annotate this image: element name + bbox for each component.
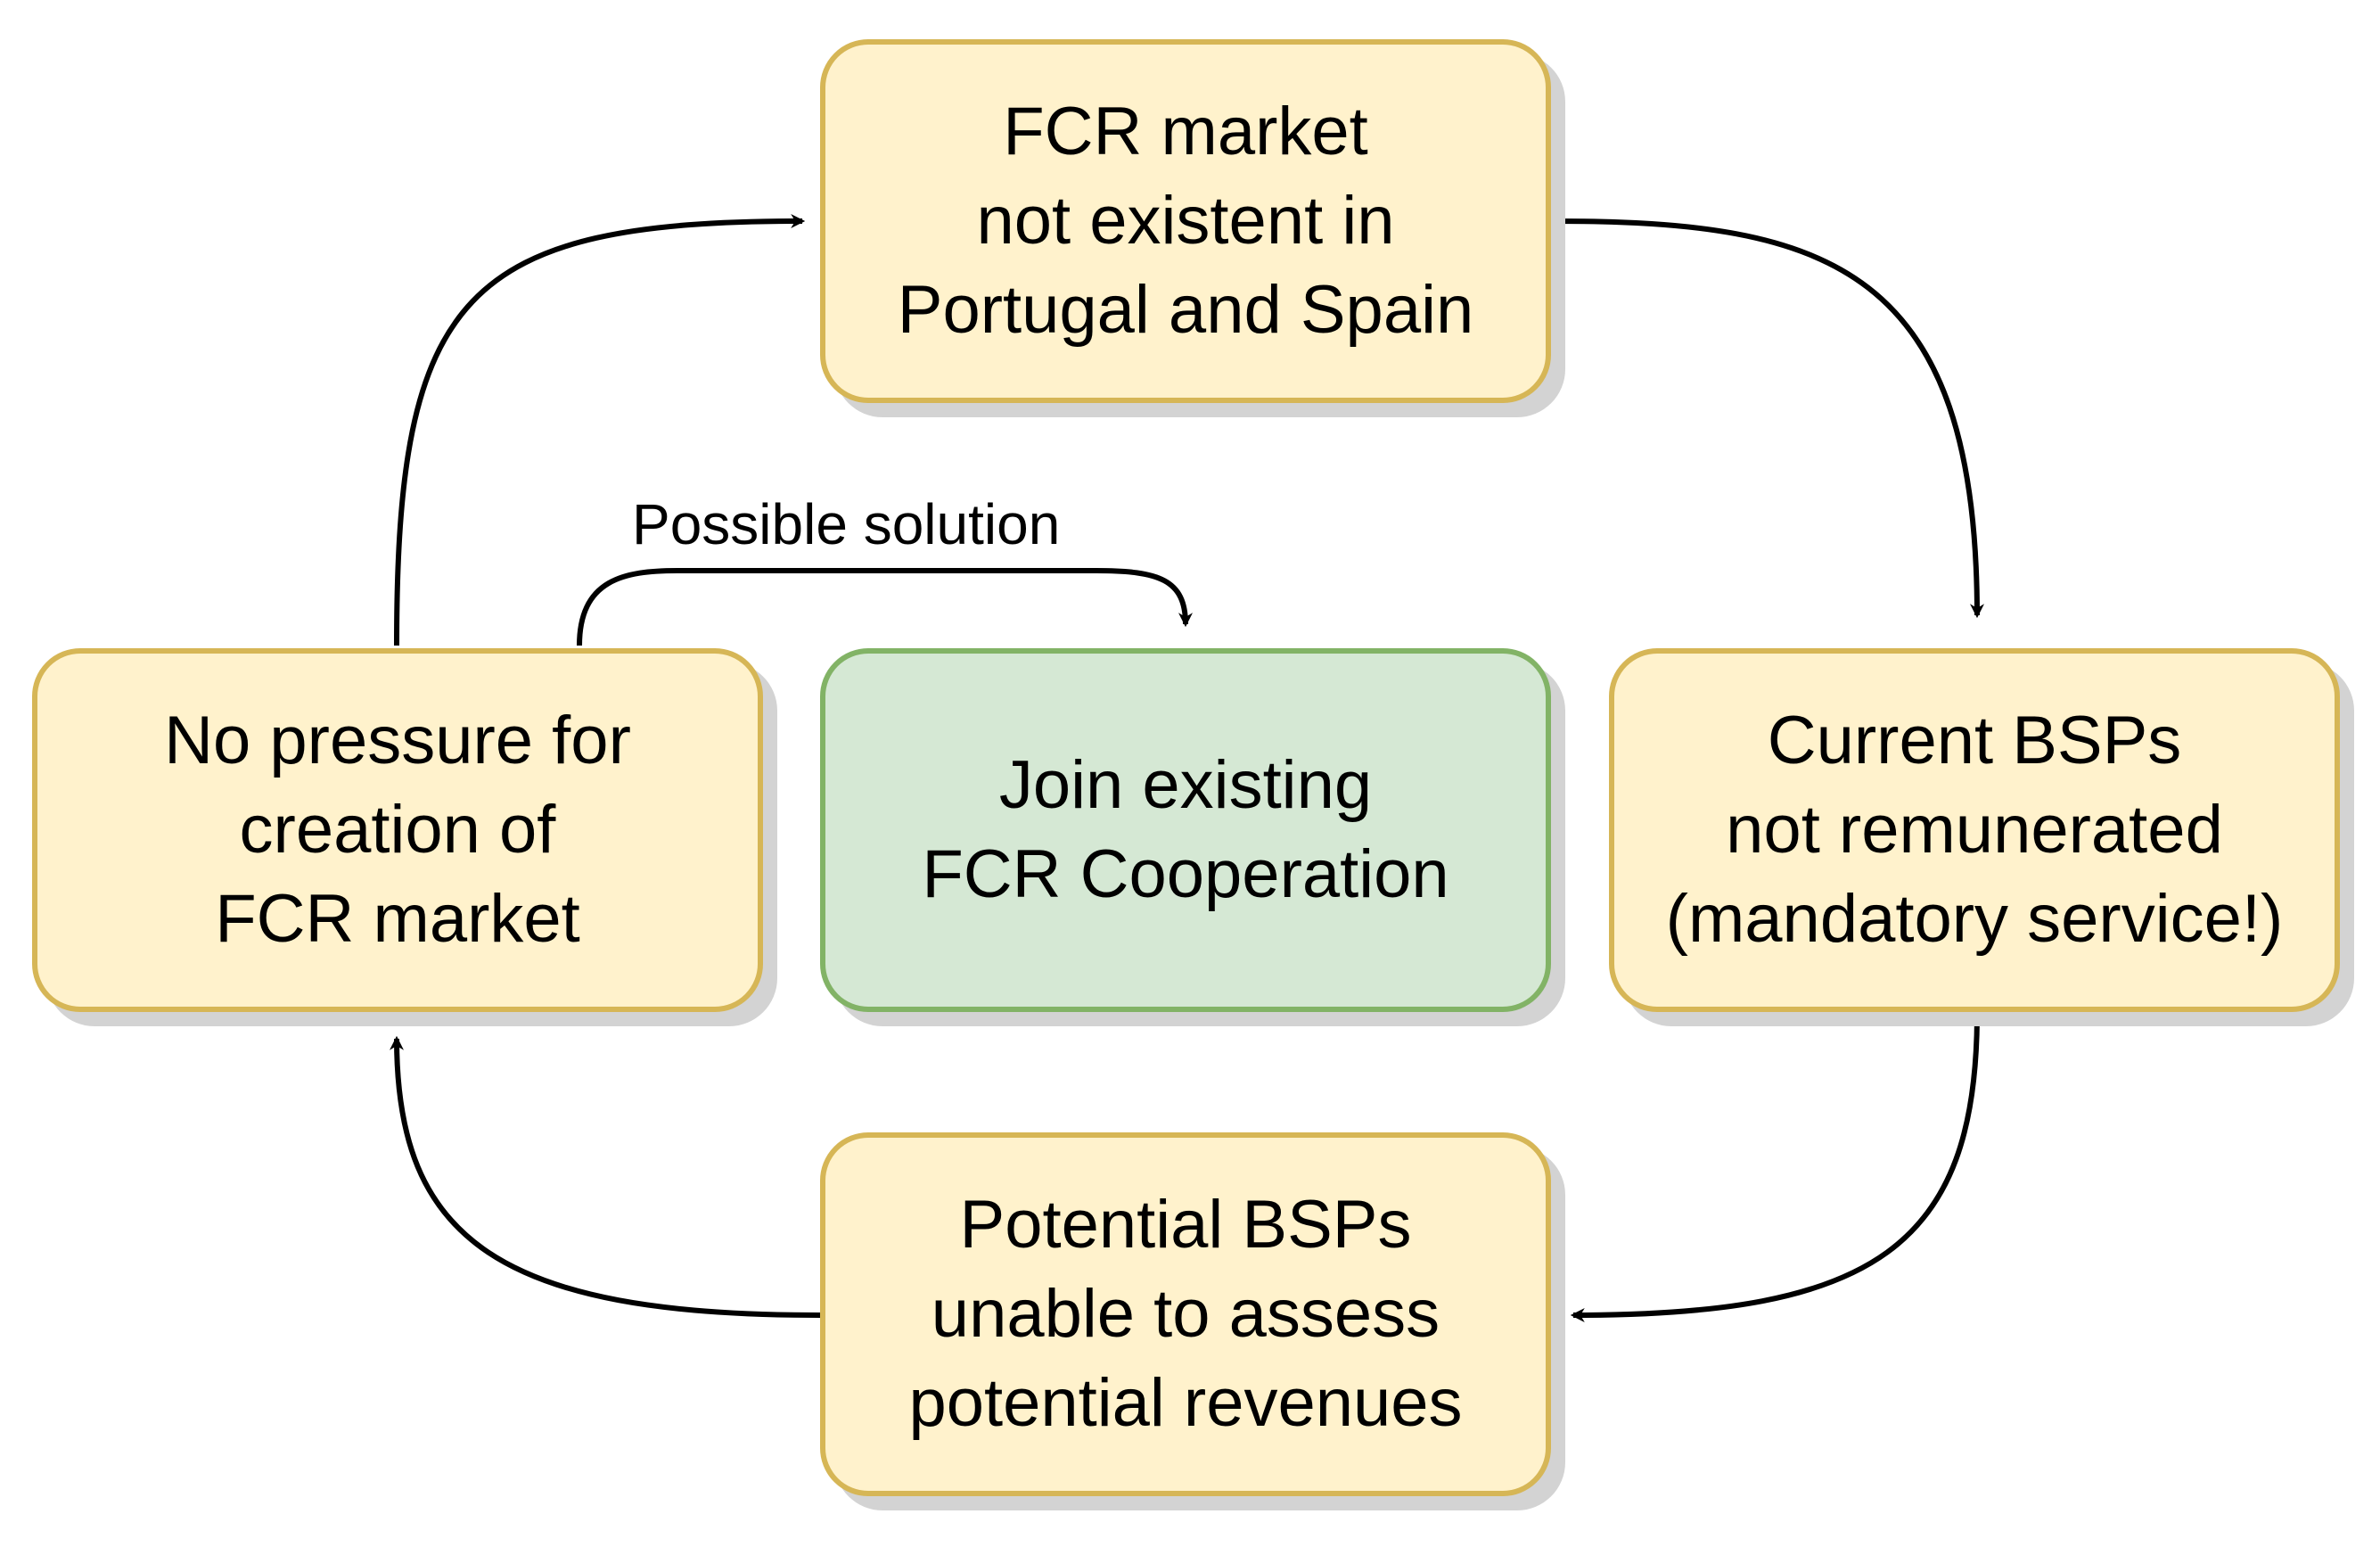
- node-fcr-market-not-existent-label: FCR market not existent in Portugal and …: [898, 87, 1473, 355]
- node-join-existing-line-1: Join existing: [998, 747, 1373, 823]
- node-current-bsps-line-1: Current BSPs: [1767, 703, 2182, 778]
- node-potential-bsps-line-3: potential revenues: [908, 1365, 1463, 1441]
- edge-potential-bsps-to-no-pressure: [390, 1035, 821, 1318]
- edge-no-pressure-to-fcr-market: [394, 214, 806, 646]
- node-potential-bsps-line-2: unable to assess: [931, 1276, 1440, 1352]
- edge-fcr-market-to-current-bsps: [1555, 218, 1984, 619]
- node-fcr-market-line-3: Portugal and Spain: [897, 272, 1474, 348]
- node-join-existing-label: Join existing FCR Cooperation: [922, 741, 1449, 919]
- node-no-pressure-line-1: No pressure for: [164, 703, 631, 778]
- node-potential-bsps-label: Potential BSPs unable to assess potentia…: [908, 1181, 1462, 1448]
- node-current-bsps-line-2: not remunerated: [1726, 792, 2223, 868]
- node-current-bsps-line-3: (mandatory service!): [1665, 881, 2284, 957]
- node-current-bsps: Current BSPs not remunerated (mandatory …: [1609, 648, 2340, 1012]
- node-potential-bsps: Potential BSPs unable to assess potentia…: [820, 1132, 1551, 1496]
- node-potential-bsps-line-1: Potential BSPs: [959, 1187, 1412, 1263]
- node-current-bsps-label: Current BSPs not remunerated (mandatory …: [1666, 696, 2284, 964]
- node-join-existing-line-2: FCR Cooperation: [922, 836, 1449, 912]
- node-no-pressure-line-3: FCR market: [215, 881, 580, 957]
- node-no-pressure: No pressure for creation of FCR market: [32, 648, 763, 1012]
- node-fcr-market-line-2: not existent in: [976, 183, 1395, 259]
- edge-possible-solution: [577, 568, 1193, 646]
- edge-label-possible-solution: Possible solution: [627, 489, 1066, 560]
- node-no-pressure-label: No pressure for creation of FCR market: [164, 696, 631, 964]
- edge-current-bsps-to-potential-bsps: [1570, 1012, 1980, 1322]
- node-no-pressure-line-2: creation of: [239, 792, 556, 868]
- node-fcr-market-line-1: FCR market: [1003, 94, 1368, 169]
- node-fcr-market-not-existent: FCR market not existent in Portugal and …: [820, 39, 1551, 403]
- node-join-existing: Join existing FCR Cooperation: [820, 648, 1551, 1012]
